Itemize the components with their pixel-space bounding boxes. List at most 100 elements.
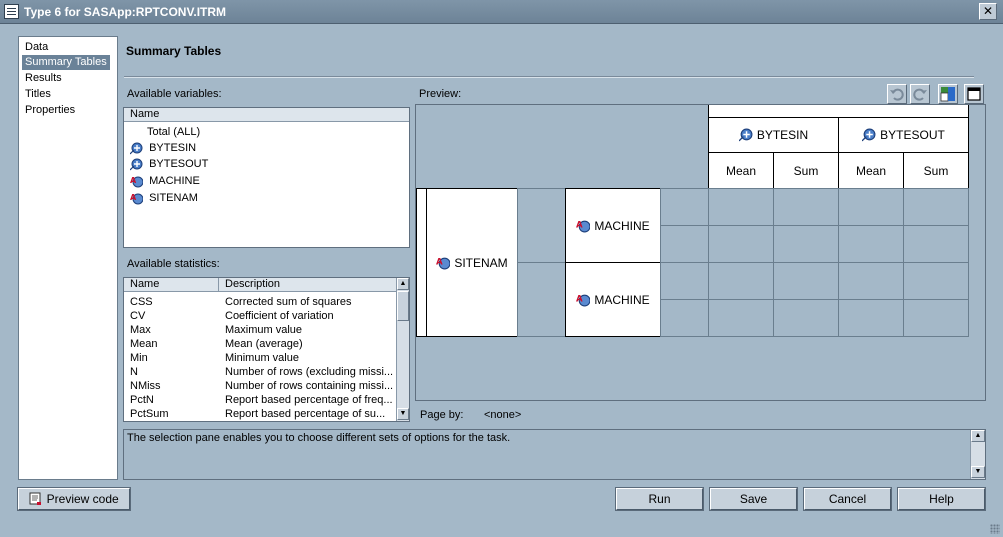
variable-item[interactable]: BYTESIN <box>130 140 196 156</box>
statistic-description: Report based percentage of freq... <box>225 394 393 406</box>
scroll-down-arrow-icon[interactable]: ▼ <box>971 466 985 478</box>
save-button[interactable]: Save <box>710 488 797 510</box>
numeric-analysis-icon <box>130 158 143 171</box>
svg-text:A: A <box>130 193 137 202</box>
grid-line <box>661 225 708 226</box>
available-variables-label: Available variables: <box>127 88 222 100</box>
statistic-name: PctSum <box>130 408 169 420</box>
svg-text:A: A <box>576 220 583 230</box>
statistic-description: Corrected sum of squares <box>225 296 352 308</box>
statistic-header-cell[interactable]: Sum <box>773 152 839 189</box>
numeric-analysis-icon <box>862 128 876 142</box>
table-properties-button[interactable] <box>938 84 958 104</box>
grid-line <box>518 262 565 263</box>
preview-code-icon <box>29 492 42 505</box>
grid-line <box>709 225 968 226</box>
variable-name: SITENAM <box>149 192 198 204</box>
statistic-description: Coefficient of variation <box>225 310 334 322</box>
run-button[interactable]: Run <box>616 488 703 510</box>
variable-name: BYTESOUT <box>149 158 209 170</box>
statistic-header-cell[interactable]: Mean <box>708 152 774 189</box>
statistic-name: CSS <box>130 296 153 308</box>
maximize-button[interactable] <box>964 84 984 104</box>
cancel-button[interactable]: Cancel <box>804 488 891 510</box>
scroll-up-arrow-icon[interactable]: ▲ <box>971 430 985 442</box>
character-classification-icon: A <box>130 176 143 188</box>
nav-item-results[interactable]: Results <box>25 72 62 84</box>
task-navigation-list: Data Summary Tables Results Titles Prope… <box>18 36 118 480</box>
variable-item[interactable]: A MACHINE <box>130 173 200 189</box>
column-variable-cell[interactable]: BYTESOUT <box>838 117 969 153</box>
scroll-up-arrow-icon[interactable]: ▲ <box>397 278 409 290</box>
table-window-icon <box>4 4 19 19</box>
preview-label: Preview: <box>419 88 462 100</box>
character-classification-icon: A <box>130 193 143 205</box>
scroll-down-arrow-icon[interactable]: ▼ <box>397 408 409 420</box>
description-pane: The selection pane enables you to choose… <box>123 429 986 480</box>
statistic-description: Mean (average) <box>225 338 303 350</box>
column-variable-name: BYTESOUT <box>880 128 945 142</box>
nested-row-variable-cell[interactable]: A MACHINE <box>565 188 661 263</box>
data-cell-grid <box>708 188 969 337</box>
column-variable-cell[interactable]: BYTESIN <box>708 117 839 153</box>
statistics-list[interactable]: Name Description CSS Corrected sum of squ… <box>123 277 410 422</box>
row-variable-cell[interactable]: A SITENAM <box>426 188 518 337</box>
statistics-scrollbar[interactable]: ▲ ▼ <box>396 278 409 421</box>
grid-line <box>709 299 968 300</box>
table-properties-icon <box>940 87 955 102</box>
title-bar: Type 6 for SASApp:RPTCONV.ITRM ✕ <box>0 0 1003 24</box>
available-statistics-label: Available statistics: <box>127 258 220 270</box>
character-classification-icon: A <box>576 294 591 306</box>
svg-text:A: A <box>436 257 443 267</box>
statistics-name-column-header[interactable]: Name <box>124 278 219 292</box>
column-variable-name: BYTESIN <box>756 128 809 142</box>
statistic-name: Mean <box>130 338 158 350</box>
character-classification-icon: A <box>436 257 451 269</box>
nested-row-variable-cell[interactable]: A MACHINE <box>565 262 661 337</box>
variable-item[interactable]: BYTESOUT <box>130 156 208 172</box>
statistic-description: Number of rows (excluding missi... <box>225 366 394 378</box>
variables-list[interactable]: Name Total (ALL) BYTESIN BYTESOUT A MACH… <box>123 107 410 248</box>
variable-name: MACHINE <box>149 175 200 187</box>
redo-button[interactable] <box>910 84 930 104</box>
undo-button[interactable] <box>887 84 907 104</box>
resize-grip-icon[interactable] <box>990 524 1000 534</box>
nav-item-data[interactable]: Data <box>25 41 49 53</box>
statistic-description: Number of rows containing missi... <box>225 380 394 392</box>
statistic-name: PctN <box>130 394 154 406</box>
summary-table-preview[interactable]: BYTESIN BYTESOUT Mean Sum Mean Sum A SIT… <box>415 104 986 401</box>
page-by-label: Page by: <box>420 409 464 421</box>
scroll-thumb[interactable] <box>397 291 409 321</box>
preview-code-button[interactable]: Preview code <box>18 488 130 510</box>
nav-item-summary-tables[interactable]: Summary Tables <box>22 55 110 70</box>
variables-name-column-header[interactable]: Name <box>124 108 409 122</box>
maximize-icon <box>967 87 981 101</box>
row-variable-name: SITENAM <box>454 255 508 270</box>
statistic-description: Minimum value <box>225 352 299 364</box>
numeric-analysis-icon <box>738 128 753 142</box>
statistic-name: CV <box>130 310 146 322</box>
statistic-header-cell[interactable]: Mean <box>838 152 904 189</box>
variable-item[interactable]: Total (ALL) <box>147 124 200 140</box>
variable-item[interactable]: A SITENAM <box>130 190 198 206</box>
statistics-description-column-header[interactable]: Description <box>219 278 396 292</box>
grid-line <box>661 299 708 300</box>
statistic-description: Maximum value <box>225 324 303 336</box>
grid-line <box>661 262 708 263</box>
variable-name: Total (ALL) <box>147 126 201 138</box>
description-text: The selection pane enables you to choose… <box>127 432 511 444</box>
nav-item-properties[interactable]: Properties <box>25 104 76 116</box>
statistic-header-cell[interactable]: Sum <box>903 152 969 189</box>
grid-line <box>709 262 968 263</box>
help-button[interactable]: Help <box>898 488 985 510</box>
close-button[interactable]: ✕ <box>979 3 997 20</box>
statistic-name: Max <box>130 324 151 336</box>
numeric-analysis-icon <box>130 142 143 155</box>
description-scrollbar[interactable]: ▲ ▼ <box>970 430 985 479</box>
nav-item-titles[interactable]: Titles <box>25 88 51 100</box>
statistic-name: Min <box>130 352 148 364</box>
svg-text:A: A <box>576 294 583 304</box>
page-by-value[interactable]: <none> <box>484 409 522 421</box>
window-title: Type 6 for SASApp:RPTCONV.ITRM <box>24 5 227 19</box>
nested-row-variable-name: MACHINE <box>594 292 650 307</box>
